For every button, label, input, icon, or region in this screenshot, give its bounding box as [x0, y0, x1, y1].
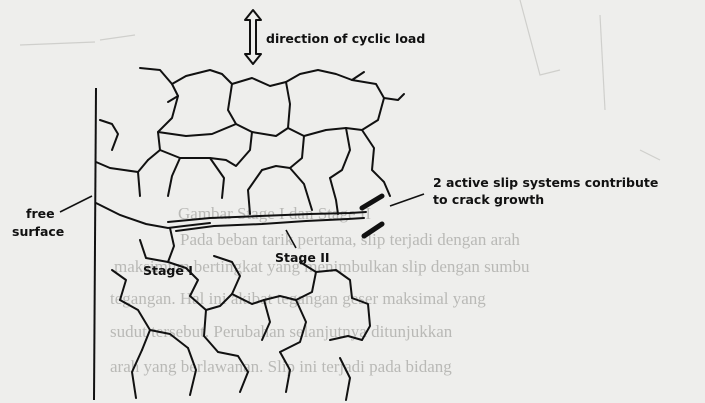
- bleed-through-sketch: [20, 0, 660, 160]
- cyclic-load-label: direction of cyclic load: [266, 31, 425, 46]
- slip-systems-label-line1: 2 active slip systems contribute: [433, 175, 658, 190]
- stage-2-label: Stage II: [275, 250, 330, 265]
- stage-1-label: Stage I: [143, 263, 193, 278]
- slip-leader: [390, 194, 424, 206]
- bleed-through-text: Gambar Stage I dan Stage II Pada beban t…: [110, 204, 530, 376]
- free-surface-label-line2: surface: [12, 224, 64, 239]
- slip-systems-label-line2: to crack growth: [433, 192, 544, 207]
- bleed-line-5: arah yang berlawanan. Slip ini terjadi p…: [110, 357, 452, 376]
- slip-bar-upper: [362, 196, 382, 208]
- free-surface-leader: [60, 196, 92, 212]
- load-direction-arrow-icon: [245, 10, 261, 64]
- bleed-line-1: Pada beban tarik pertama, slip terjadi d…: [180, 230, 520, 249]
- free-surface-edge: [94, 88, 96, 400]
- free-surface-label-line1: free: [26, 206, 55, 221]
